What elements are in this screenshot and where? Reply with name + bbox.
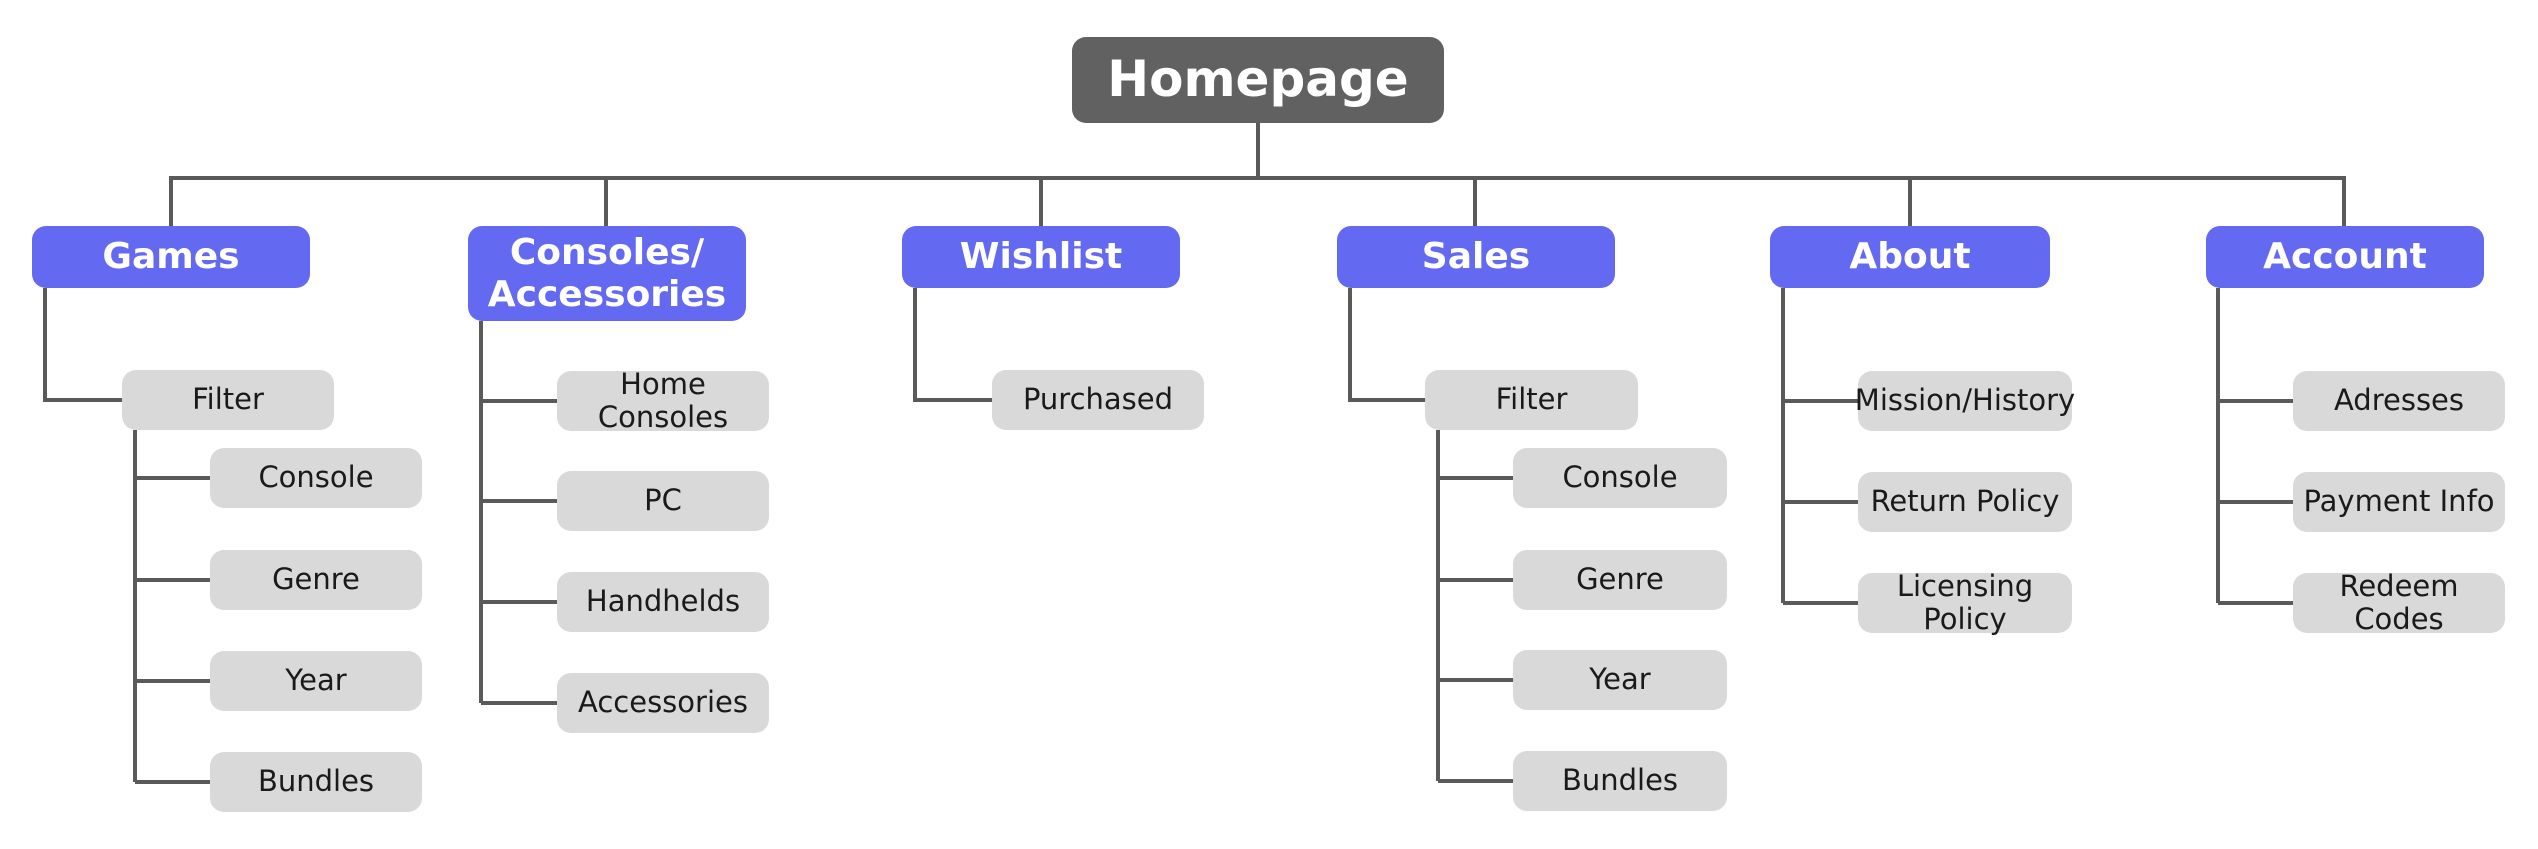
node-sales-year: Year <box>1513 650 1727 710</box>
node-sales-filter: Filter <box>1425 370 1638 430</box>
node-sales-genre: Genre <box>1513 550 1727 610</box>
connector-wishlist <box>913 288 992 402</box>
node-about: About <box>1770 226 2050 288</box>
node-sales: Sales <box>1337 226 1615 288</box>
connector-games <box>43 288 210 784</box>
connector-account <box>2216 288 2293 605</box>
node-consoles-accessories: Consoles/ Accessories <box>468 226 746 321</box>
connector-sales <box>1348 288 1513 783</box>
node-account: Account <box>2206 226 2484 288</box>
node-purchased: Purchased <box>992 370 1204 430</box>
node-pc: PC <box>557 471 769 531</box>
node-mission-history: Mission/History <box>1855 371 2075 431</box>
node-sales-bundles: Bundles <box>1513 751 1727 811</box>
connector-about <box>1781 288 1858 605</box>
node-games: Games <box>32 226 310 288</box>
node-accessories: Accessories <box>557 673 769 733</box>
node-games-filter: Filter <box>122 370 334 430</box>
node-redeem-codes: Redeem Codes <box>2293 569 2505 636</box>
node-home-consoles: Home Consoles <box>557 367 769 434</box>
node-homepage: Homepage <box>1072 37 1444 123</box>
node-handhelds: Handhelds <box>557 572 769 632</box>
connector-root-bus <box>169 123 2346 226</box>
node-games-console: Console <box>210 448 422 508</box>
node-licensing-policy: Licensing Policy <box>1858 569 2072 636</box>
connector-consoles <box>479 321 557 705</box>
node-games-bundles: Bundles <box>210 752 422 812</box>
node-return-policy: Return Policy <box>1858 472 2072 532</box>
node-adresses: Adresses <box>2293 371 2505 431</box>
node-payment-info: Payment Info <box>2293 472 2505 532</box>
node-sales-console: Console <box>1513 448 1727 508</box>
node-wishlist: Wishlist <box>902 226 1180 288</box>
node-games-year: Year <box>210 651 422 711</box>
node-games-genre: Genre <box>210 550 422 610</box>
